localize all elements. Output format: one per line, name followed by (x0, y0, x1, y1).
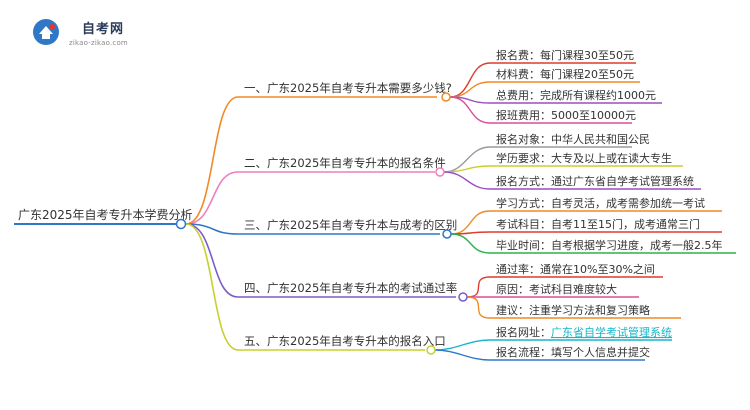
branch-connector (185, 223, 456, 298)
root-node[interactable] (175, 218, 187, 230)
leaf-label: 总费用：完成所有课程约1000元 (496, 88, 656, 102)
leaf-label: 报班费用：5000至10000元 (496, 108, 636, 122)
branch-node[interactable] (435, 167, 445, 177)
leaf-label: 学历要求：大专及以上或在读大专生 (496, 151, 672, 165)
branch-label: 四、广东2025年自考专升本的考试通过率 (244, 281, 457, 295)
branch-label: 五、广东2025年自考专升本的报名入口 (244, 334, 446, 348)
leaf-label: 考试科目：自考11至15门，成考通常三门 (496, 217, 700, 231)
leaf-link[interactable]: 广东省自学考试管理系统 (551, 325, 672, 339)
leaf-label: 报名网址：广东省自学考试管理系统 (496, 325, 672, 339)
leaf-label: 材料费：每门课程20至50元 (496, 67, 634, 81)
leaf-label: 毕业时间：自考根据学习进度，成考一般2.5年 (496, 238, 723, 252)
leaf-label: 报名费：每门课程30至50元 (496, 48, 634, 62)
leaf-label: 报名方式：通过广东省自学考试管理系统 (496, 174, 694, 188)
leaf-label: 报名流程：填写个人信息并提交 (496, 345, 650, 359)
leaf-connector (434, 349, 645, 361)
logo-subtitle: zikao-zikao.com (69, 39, 128, 47)
leaf-connector (450, 233, 736, 254)
branch-label: 三、广东2025年自考专升本与成考的区别 (244, 218, 457, 232)
branch-node[interactable] (458, 292, 468, 302)
branch-connector (185, 171, 435, 225)
leaf-label: 学习方式：自考灵活，成考需参加统一考试 (496, 196, 705, 210)
leaf-label: 通过率：通常在10%至30%之间 (496, 262, 655, 276)
leaf-connector (434, 339, 672, 351)
logo-title: 自考网 (82, 22, 125, 37)
branch-label: 二、广东2025年自考专升本的报名条件 (244, 156, 446, 170)
branch-node[interactable] (442, 229, 452, 239)
branch-connector (185, 223, 425, 351)
leaf-connector (449, 81, 640, 98)
branch-label: 一、广东2025年自考专升本需要多少钱? (244, 81, 452, 95)
branch-node[interactable] (441, 92, 451, 102)
leaf-label: 建议：注重学习方法和复习策略 (496, 303, 650, 317)
leaf-connector (466, 296, 681, 319)
logo-badge-icon (33, 19, 59, 45)
leaf-label: 原因：考试科目难度较大 (496, 282, 617, 296)
branch-node[interactable] (426, 345, 436, 355)
leaf-label: 报名对象：中华人民共和国公民 (496, 132, 650, 146)
leaf-connector (449, 96, 632, 124)
branch-connector (185, 223, 440, 235)
site-logo[interactable]: 自考网 zikao-zikao.com (32, 14, 142, 50)
leaf-connector (443, 171, 701, 190)
root-label: 广东2025年自考专升本学费分析 (18, 207, 193, 222)
leaf-connector (450, 231, 722, 235)
branch-connector (185, 96, 437, 225)
leaf-connector (443, 165, 683, 173)
